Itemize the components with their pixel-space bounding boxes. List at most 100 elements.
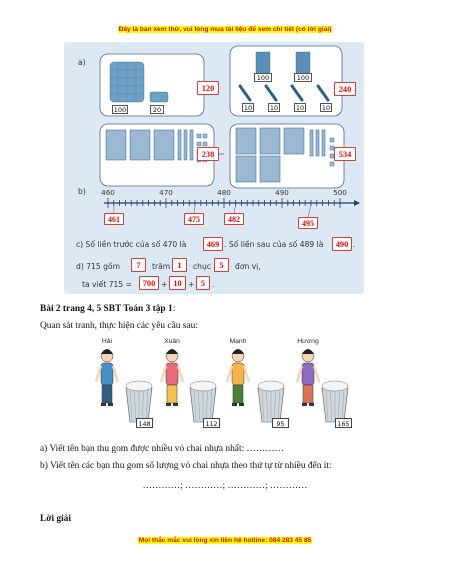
kid-shoe	[302, 403, 307, 406]
bin-count: 95	[272, 418, 289, 428]
bottle-pile	[257, 380, 285, 392]
line-c-text: . Số liền sau của số 489 là	[224, 240, 324, 249]
kid-arm	[242, 365, 251, 383]
kid-legs	[232, 384, 244, 404]
bin-mesh	[193, 389, 197, 421]
exercise-figure: a) b) 100 20 120 100 100 10 10 10 10 240…	[64, 42, 364, 294]
number-line-answer: 482	[224, 213, 244, 225]
bin-mesh	[261, 389, 265, 421]
bin-mesh	[145, 389, 149, 421]
line-c-text: c) Số liền trước của số 470 là	[76, 240, 187, 249]
kid-body	[301, 362, 315, 386]
line-d-text: trăm	[152, 262, 171, 271]
kid-shoe	[166, 403, 171, 406]
kid-body	[100, 362, 114, 386]
tag-10: 10	[242, 103, 254, 112]
tick-label: 490	[275, 188, 289, 197]
kid-shoe	[101, 403, 106, 406]
line-d-text: d) 715 gồm	[76, 262, 120, 271]
tag-10: 10	[294, 103, 306, 112]
tick-label: 470	[159, 188, 173, 197]
kid-arm	[159, 365, 168, 383]
line-d-text: chục	[193, 262, 211, 271]
answer-box-term3: 5	[196, 276, 210, 290]
kid-hair	[302, 349, 314, 354]
tag-100: 100	[254, 73, 272, 82]
tick-label: 480	[217, 188, 231, 197]
solution-heading: Lời giải	[40, 514, 71, 524]
kid-body	[165, 362, 179, 386]
answer-blanks: …………; …………; …………; …………	[142, 481, 308, 491]
tag-10: 10	[320, 103, 332, 112]
tag-100: 100	[294, 73, 312, 82]
bin-mesh	[274, 389, 276, 421]
pointer-line	[307, 204, 312, 218]
tick-label: 460	[101, 188, 115, 197]
tag-100: 100	[112, 105, 128, 114]
question-a: a) Viết tên bạn thu gom được nhiều vỏ ch…	[40, 444, 285, 454]
kid-name: Xuân	[164, 338, 180, 345]
preview-banner-text: Đây là bản xem thử, vui lòng mua tài liệ…	[117, 26, 333, 33]
answer-box-a2: 240	[334, 82, 356, 96]
kid-hair	[101, 349, 113, 354]
hotline-banner-text: Mọi thắc mắc vui lòng xin liên hệ hotlin…	[137, 537, 313, 544]
bottle-pile	[189, 380, 217, 392]
bin-mesh	[277, 389, 281, 421]
answer-box-chuc: 1	[172, 258, 187, 272]
line-c-end: .	[353, 240, 356, 249]
preview-banner: Đây là bản xem thử, vui lòng mua tài liệ…	[0, 26, 450, 33]
kids-illustration: Hải Xuân Mạnh Hương 148 112 95 165	[86, 336, 352, 436]
plus-sign: +	[188, 280, 195, 289]
number-line-answer: 495	[298, 217, 318, 229]
bin-mesh	[134, 389, 136, 421]
kid-legs	[166, 384, 178, 404]
kid-name: Hương	[297, 338, 319, 345]
kid-shoe	[232, 403, 237, 406]
part-b-label: b)	[78, 187, 86, 196]
kid-body	[231, 362, 245, 386]
answer-box-a4: 534	[334, 147, 356, 161]
answer-box-donvi: 5	[214, 258, 229, 272]
answer-box-c2: 490	[332, 237, 352, 251]
kid-shoe	[108, 403, 113, 406]
bottle-pile	[125, 380, 153, 392]
plus-sign: +	[161, 280, 168, 289]
figure-artwork	[99, 45, 360, 218]
answer-box-tram: 7	[131, 258, 146, 272]
pointer-line	[233, 204, 236, 214]
kid-arm	[295, 365, 304, 383]
bin-mesh	[206, 389, 208, 421]
bin-mesh	[325, 389, 329, 421]
kids-artwork	[94, 349, 349, 423]
line-d-text: đơn vị,	[235, 262, 261, 271]
tag-10: 10	[268, 103, 280, 112]
answer-box-a1: 120	[197, 81, 219, 95]
bottle-pile	[321, 380, 349, 392]
tag-20: 20	[150, 105, 164, 114]
question-b: b) Viết tên các bạn thu gom số lượng vỏ …	[40, 461, 332, 471]
kid-name: Mạnh	[229, 338, 247, 345]
kid-arm	[94, 365, 103, 383]
kid-arm	[111, 365, 120, 383]
bin-count: 112	[203, 418, 220, 428]
hotline-banner: Mọi thắc mắc vui lòng xin liên hệ hotlin…	[0, 537, 450, 544]
line-d-text: ta viết 715 =	[82, 280, 132, 289]
number-line-answer: 461	[104, 213, 124, 225]
bin-mesh	[266, 389, 268, 421]
kid-shoe	[239, 403, 244, 406]
pointer-line	[193, 204, 196, 214]
bin-count: 148	[136, 418, 153, 428]
kid-legs	[302, 384, 314, 404]
bin-mesh	[209, 389, 213, 421]
kid-arm	[312, 365, 321, 383]
kid-legs	[101, 384, 113, 404]
kid-shoe	[173, 403, 178, 406]
kid-arm	[225, 365, 234, 383]
line-d-end: .	[212, 280, 215, 289]
tick-label: 500	[333, 188, 347, 197]
kid-hair	[166, 349, 178, 354]
kid-shoe	[309, 403, 314, 406]
bin-mesh	[142, 389, 144, 421]
kid-name: Hải	[101, 338, 113, 345]
number-line-answer: 475	[184, 213, 204, 225]
